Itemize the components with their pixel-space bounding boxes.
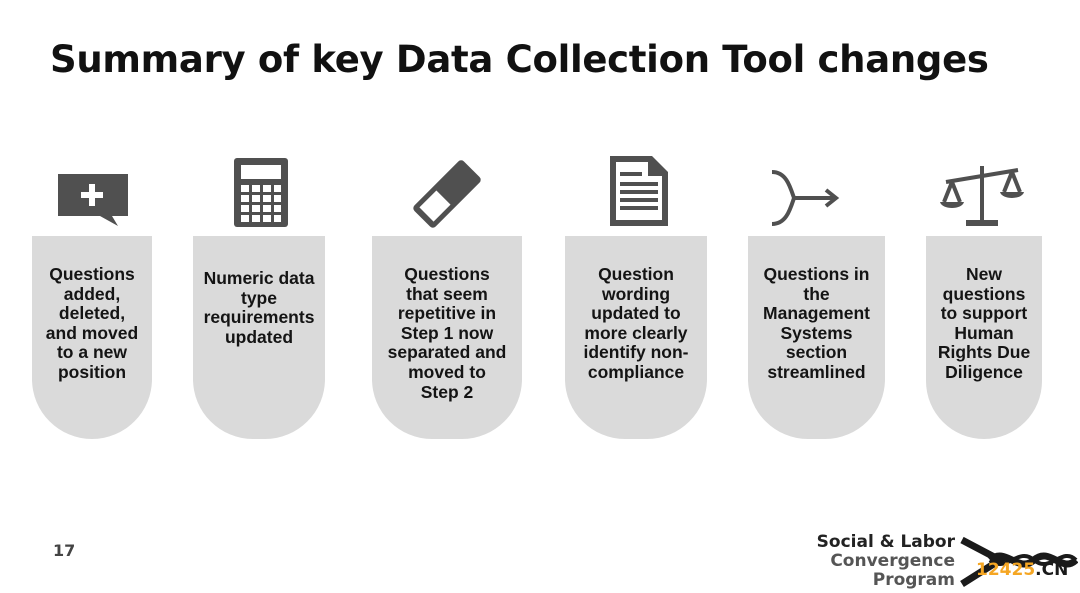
organization-logo-text: Social & Labor Convergence Program: [817, 533, 955, 590]
change-card: Questions that seem repetitive in Step 1…: [372, 236, 522, 439]
merge-arrow-icon: [771, 170, 840, 226]
card-text: Questions in the Management Systems sect…: [763, 264, 870, 382]
scales-icon: [940, 166, 1024, 226]
slide-title: Summary of key Data Collection Tool chan…: [50, 38, 989, 81]
page-number: 17: [53, 541, 76, 560]
change-card: Questions added, deleted, and moved to a…: [32, 236, 152, 439]
braid-logo-icon: [960, 536, 1078, 587]
card-text: Questions added, deleted, and moved to a…: [45, 264, 139, 382]
watermark-number: 12425: [976, 560, 1036, 580]
card-text: Question wording updated to more clearly…: [583, 264, 689, 382]
comment-plus-icon: [58, 174, 128, 226]
document-icon: [610, 156, 668, 226]
card-text: Numeric data type requirements updated: [203, 268, 315, 347]
logo-line-2: Convergence: [830, 551, 955, 571]
change-card: Numeric data type requirements updated: [193, 236, 325, 439]
card-text: Questions that seem repetitive in Step 1…: [387, 264, 507, 402]
logo-line-3: Program: [872, 570, 955, 590]
calculator-icon: [234, 158, 288, 227]
logo-line-1: Social & Labor: [816, 532, 955, 552]
change-card: Questions in the Management Systems sect…: [748, 236, 885, 439]
watermark: 12425.CN: [976, 560, 1068, 580]
eraser-icon: [413, 160, 481, 228]
change-card: New questions to support Human Rights Du…: [926, 236, 1042, 439]
watermark-domain: .CN: [1035, 560, 1069, 580]
change-card: Question wording updated to more clearly…: [565, 236, 707, 439]
card-text: New questions to support Human Rights Du…: [937, 264, 1031, 382]
